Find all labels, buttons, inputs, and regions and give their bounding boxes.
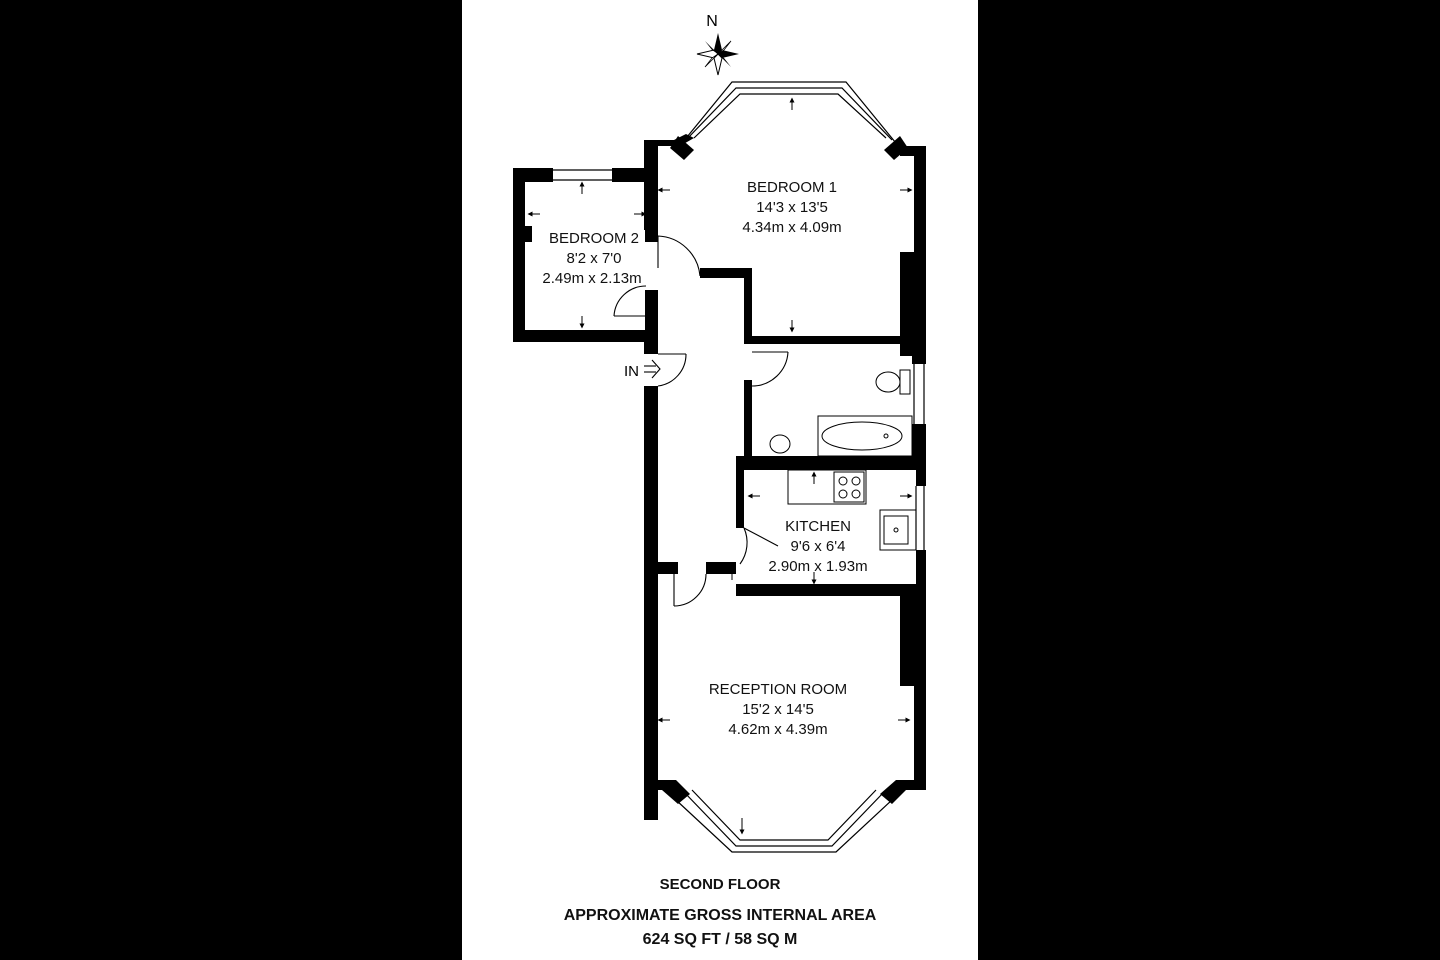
entrance-arrow-icon xyxy=(644,359,661,379)
kitchen-label: KITCHEN 9'6 x 6'4 2.90m x 1.93m xyxy=(768,518,867,575)
bedroom2-label: BEDROOM 2 8'2 x 7'0 2.49m x 2.13m xyxy=(542,230,641,287)
kitchen-fixtures xyxy=(787,469,917,551)
area-title: APPROXIMATE GROSS INTERNAL AREA xyxy=(564,907,877,924)
reception-metric: 4.62m x 4.39m xyxy=(728,721,827,738)
reception-imperial: 15'2 x 14'5 xyxy=(742,701,814,718)
reception-bay-window xyxy=(675,789,893,853)
bedroom1-label: BEDROOM 1 14'3 x 13'5 4.34m x 4.09m xyxy=(742,179,841,236)
reception-name: RECEPTION ROOM xyxy=(709,681,847,698)
area-value: 624 SQ FT / 58 SQ M xyxy=(643,931,798,948)
bedroom2-imperial: 8'2 x 7'0 xyxy=(567,250,622,267)
door-swings xyxy=(613,235,789,607)
bedroom2-name: BEDROOM 2 xyxy=(549,230,639,247)
kitchen-metric: 2.90m x 1.93m xyxy=(768,558,867,575)
floor-name: SECOND FLOOR xyxy=(660,876,781,893)
walls xyxy=(513,134,926,820)
compass-rose-icon: N xyxy=(696,13,739,76)
bedroom2-metric: 2.49m x 2.13m xyxy=(542,270,641,287)
dimension-arrows xyxy=(527,97,913,835)
bedroom1-bay-window xyxy=(677,81,901,149)
floorplan-caption: SECOND FLOOR APPROXIMATE GROSS INTERNAL … xyxy=(564,876,877,948)
bathroom-fixtures xyxy=(769,369,913,457)
bedroom1-name: BEDROOM 1 xyxy=(747,179,837,196)
kitchen-name: KITCHEN xyxy=(785,518,851,535)
kitchen-imperial: 9'6 x 6'4 xyxy=(791,538,846,555)
reception-label: RECEPTION ROOM 15'2 x 14'5 4.62m x 4.39m xyxy=(709,681,847,738)
compass-north-label: N xyxy=(706,13,718,30)
bedroom2-window xyxy=(553,169,612,181)
bedroom1-imperial: 14'3 x 13'5 xyxy=(756,199,828,216)
entrance-label: IN xyxy=(624,363,639,380)
bedroom1-metric: 4.34m x 4.09m xyxy=(742,219,841,236)
